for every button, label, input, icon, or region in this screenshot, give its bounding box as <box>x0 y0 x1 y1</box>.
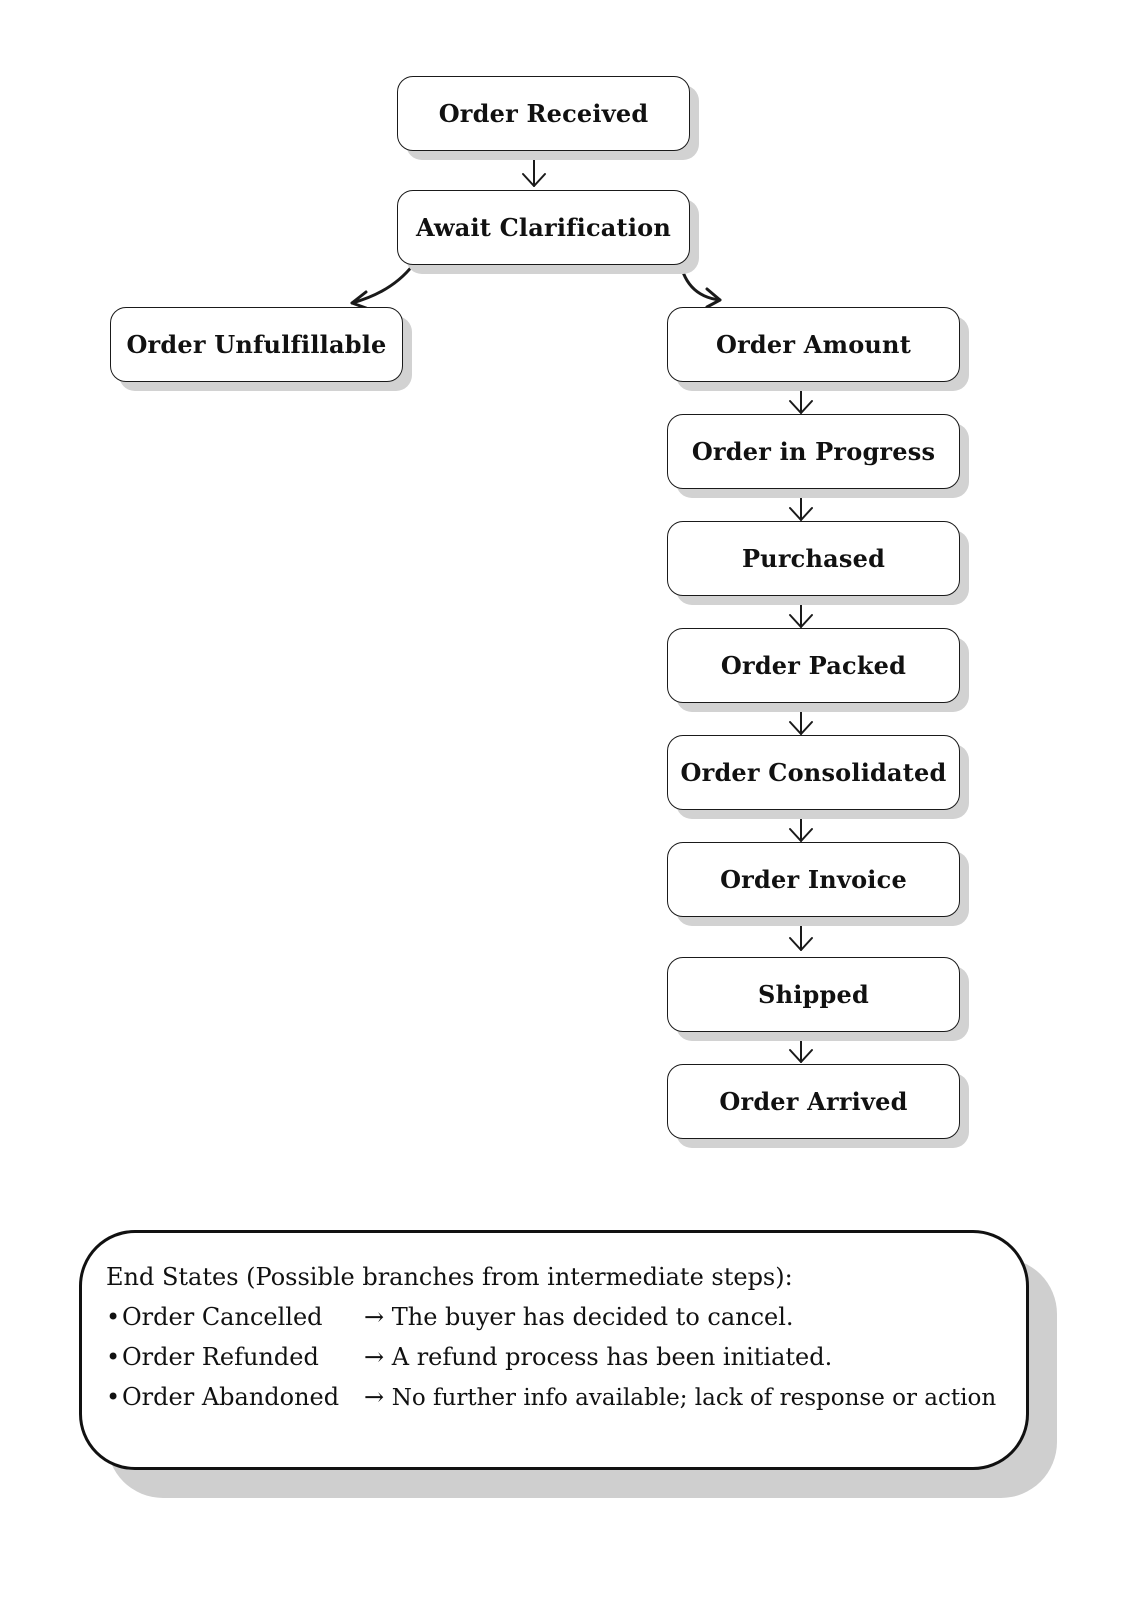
bullet-glyph: • <box>106 1303 121 1331</box>
arrow-invoice-to-shipped <box>789 917 813 951</box>
end-state-description: The buyer has decided to cancel. <box>391 1303 794 1331</box>
node-shipped: Shipped <box>667 957 960 1032</box>
end-states-heading: End States (Possible branches from inter… <box>106 1263 793 1291</box>
node-order-invoice: Order Invoice <box>667 842 960 917</box>
node-order-packed: Order Packed <box>667 628 960 703</box>
arrow-clarification-to-unfulfillable <box>350 263 415 310</box>
end-states-box: End States (Possible branches from inter… <box>79 1230 1029 1470</box>
arrow-shipped-to-arrived <box>789 1029 813 1063</box>
bullet-glyph: • <box>106 1343 121 1371</box>
node-await-clarification: Await Clarification <box>397 190 690 265</box>
node-purchased: Purchased <box>667 521 960 596</box>
end-state-item: • Order Abandoned → No further info avai… <box>106 1377 1006 1418</box>
arrow-progress-to-purchased <box>789 487 813 521</box>
node-order-in-progress: Order in Progress <box>667 414 960 489</box>
node-order-received: Order Received <box>397 76 690 151</box>
arrow-amount-to-progress <box>789 380 813 414</box>
node-order-consolidated: Order Consolidated <box>667 735 960 810</box>
node-order-unfulfillable: Order Unfulfillable <box>110 307 403 382</box>
arrow-purchased-to-packed <box>789 594 813 628</box>
node-order-amount: Order Amount <box>667 307 960 382</box>
arrow-glyph: → <box>364 1343 385 1371</box>
end-state-description: A refund process has been initiated. <box>391 1343 833 1371</box>
arrow-glyph: → <box>364 1303 385 1331</box>
end-state-name: Order Refunded <box>122 1343 319 1371</box>
arrow-packed-to-consolidated <box>789 701 813 735</box>
end-state-item: • Order Refunded → A refund process has … <box>106 1337 1006 1377</box>
arrow-consolidated-to-invoice <box>789 808 813 842</box>
end-state-item: • Order Cancelled → The buyer has decide… <box>106 1297 1006 1337</box>
end-state-name: Order Cancelled <box>122 1303 323 1331</box>
end-state-description: No further info available; lack of respo… <box>391 1385 997 1411</box>
node-order-arrived: Order Arrived <box>667 1064 960 1139</box>
arrow-clarification-to-amount <box>677 253 722 309</box>
arrow-received-to-clarification <box>522 151 546 187</box>
end-state-name: Order Abandoned <box>122 1383 340 1411</box>
bullet-glyph: • <box>106 1383 121 1411</box>
arrow-glyph: → <box>364 1383 385 1411</box>
